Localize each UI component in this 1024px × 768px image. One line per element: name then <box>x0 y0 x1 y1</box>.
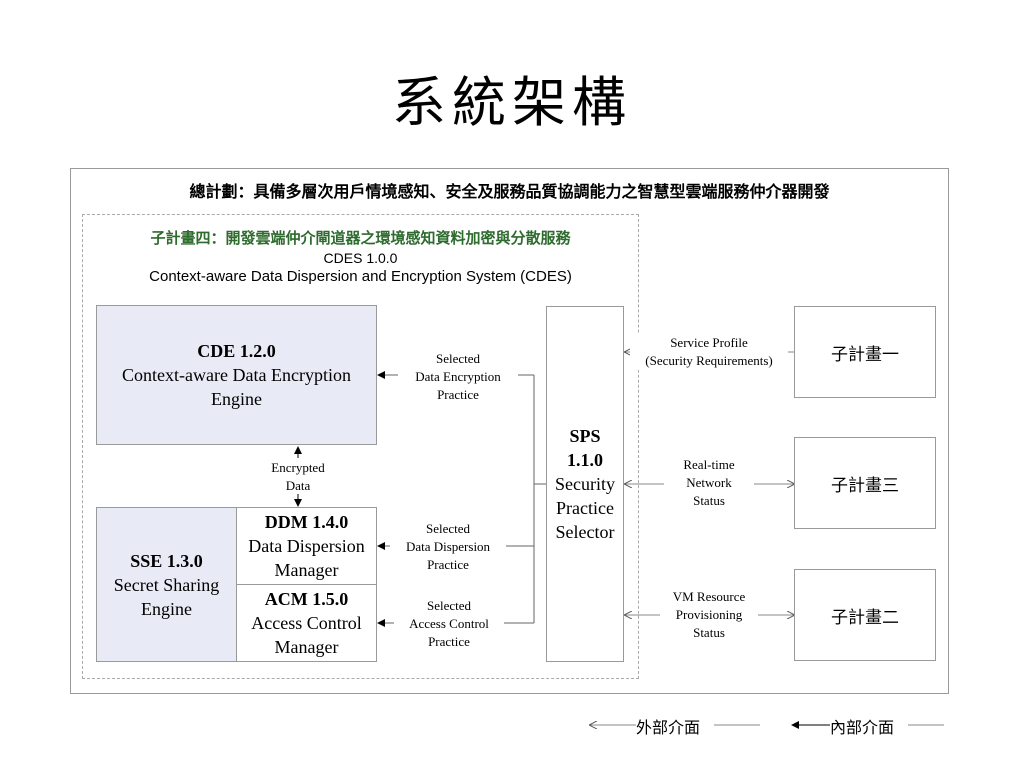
sel-enc-l2: Data Encryption <box>415 369 501 384</box>
selected-encryption-label: Selected Data Encryption Practice <box>398 350 518 404</box>
sse-id: SSE 1.3.0 <box>130 550 203 571</box>
main-plan-frame <box>70 168 949 694</box>
sel-acc-l2: Access Control <box>409 616 489 631</box>
cde-engine-box: CDE 1.2.0 Context-aware Data Encryption … <box>96 305 377 445</box>
legend-external-label: 外部介面 <box>636 718 701 737</box>
acm-line2: Manager <box>274 637 339 657</box>
vm-l2: Provisioning <box>675 607 743 622</box>
ddm-manager-box: DDM 1.4.0 Data Dispersion Manager <box>236 507 377 585</box>
sel-acc-l1: Selected <box>426 598 472 613</box>
acm-line1: Access Control <box>251 613 362 633</box>
sps-id1: SPS <box>569 426 601 446</box>
legend-internal-label: 內部介面 <box>830 718 895 737</box>
sps-id2: 1.1.0 <box>567 450 603 470</box>
realtime-network-label: Real-time Network Status <box>664 456 754 510</box>
sps-line3: Selector <box>555 522 615 542</box>
subplan4-frame <box>82 214 639 679</box>
selected-dispersion-label: Selected Data Dispersion Practice <box>390 520 506 574</box>
sel-acc-l3: Practice <box>428 634 470 649</box>
encrypted-data-label: Encrypted Data <box>248 459 348 495</box>
sel-disp-l2: Data Dispersion <box>405 539 491 554</box>
cdes-system-name: Context-aware Data Dispersion and Encryp… <box>149 268 572 285</box>
page-title: 系統架構 <box>392 71 632 134</box>
vm-l3: Status <box>693 625 725 640</box>
service-profile-l1: Service Profile <box>670 335 748 350</box>
cde-line2: Engine <box>211 389 262 409</box>
ddm-line1: Data Dispersion <box>248 536 365 556</box>
acm-id: ACM 1.5.0 <box>264 589 349 609</box>
subplan2-label: 子計畫二 <box>831 607 899 628</box>
encrypted-l1: Encrypted <box>271 460 325 475</box>
main-plan-title: 總計劃：具備多層次用戶情境感知、安全及服務品質協調能力之智慧型雲端服務仲介器開發 <box>189 182 830 201</box>
realtime-l1: Real-time <box>683 457 735 472</box>
subplan1-box: 子計畫一 <box>794 306 936 398</box>
selected-access-label: Selected Access Control Practice <box>394 597 504 651</box>
ddm-line2: Manager <box>274 560 339 580</box>
cdes-version: CDES 1.0.0 <box>323 250 398 266</box>
sse-line2: Engine <box>141 598 192 619</box>
sps-line2: Practice <box>556 498 614 518</box>
service-profile-l2: (Security Requirements) <box>645 353 773 368</box>
sse-line1: Secret Sharing <box>113 574 220 595</box>
realtime-l2: Network <box>686 475 732 490</box>
service-profile-label: Service Profile (Security Requirements) <box>630 334 788 370</box>
subplan3-label: 子計畫三 <box>831 475 899 496</box>
sel-disp-l3: Practice <box>427 557 469 572</box>
sel-enc-l1: Selected <box>435 351 481 366</box>
acm-manager-box: ACM 1.5.0 Access Control Manager <box>236 584 377 662</box>
cde-id: CDE 1.2.0 <box>197 341 276 361</box>
sel-enc-l3: Practice <box>437 387 479 402</box>
subplan4-title: 子計畫四：開發雲端仲介閘道器之環境感知資料加密與分散服務 <box>150 229 571 247</box>
encrypted-l2: Data <box>285 478 311 493</box>
vm-resource-label: VM Resource Provisioning Status <box>660 588 758 642</box>
cde-line1: Context-aware Data Encryption <box>122 365 351 385</box>
subplan3-box: 子計畫三 <box>794 437 936 529</box>
realtime-l3: Status <box>693 493 725 508</box>
sps-selector-box: SPS 1.1.0 Security Practice Selector <box>546 306 624 662</box>
sps-line1: Security <box>555 474 615 494</box>
sse-engine-box: SSE 1.3.0 Secret Sharing Engine <box>96 507 237 662</box>
sel-disp-l1: Selected <box>425 521 471 536</box>
vm-l1: VM Resource <box>672 589 746 604</box>
subplan2-box: 子計畫二 <box>794 569 936 661</box>
subplan1-label: 子計畫一 <box>831 344 899 365</box>
ddm-id: DDM 1.4.0 <box>264 512 349 532</box>
